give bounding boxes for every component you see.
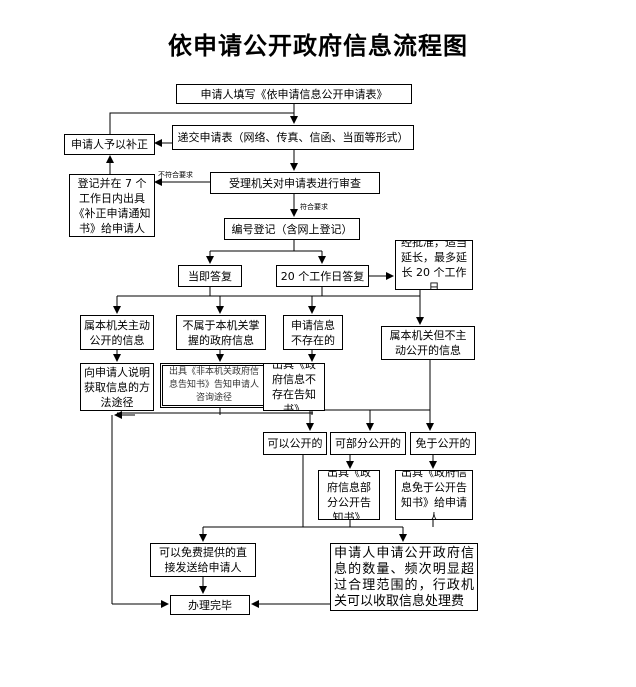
submit-node: 递交申请表（网络、传真、信函、当面等形式） [172, 125, 414, 150]
not-meet-label: 不符合要求 [158, 171, 193, 179]
ours-not-active-node: 属本机关但不主动公开的信息 [381, 326, 475, 360]
tell-method-node: 向申请人说明获取信息的方法途径 [80, 363, 154, 411]
immediate-node: 当即答复 [178, 265, 242, 287]
fill-form-node: 申请人填写《依申请信息公开申请表》 [176, 84, 412, 104]
done-node: 办理完毕 [170, 595, 250, 615]
exempt-node: 免于公开的 [410, 432, 476, 455]
register-node: 编号登记（含网上登记） [224, 218, 360, 240]
extend-node: 经批准，适当延长，最多延长 20 个工作日 [395, 240, 473, 290]
can-public-node: 可以公开的 [263, 432, 327, 455]
not-ours-node: 不属于本机关掌握的政府信息 [176, 315, 266, 350]
partial-public-node: 可部分公开的 [330, 432, 406, 455]
correction-notice-node: 登记并在 7 个工作日内出具《补正申请通知书》给申请人 [69, 174, 155, 237]
fee-node: 申请人申请公开政府信息的数量、频次明显超过合理范围的，行政机关可以收取信息处理费 [330, 543, 478, 611]
issue-partial-node: 出具《政府信息部分公开告知书》 [318, 470, 380, 520]
not-exist-node: 申请信息不存在的 [283, 315, 343, 350]
review-node: 受理机关对申请表进行审查 [210, 172, 380, 194]
active-public-node: 属本机关主动公开的信息 [80, 315, 154, 350]
meet-label: 符合要求 [300, 203, 328, 211]
supplement-node: 申请人予以补正 [64, 134, 155, 155]
free-send-node: 可以免费提供的直接发送给申请人 [150, 543, 256, 577]
issue-not-ours-node: 出具《非本机关政府信息告知书》告知申请人咨询途径 [160, 363, 268, 408]
twenty-days-node: 20 个工作日答复 [276, 265, 369, 287]
issue-not-exist-node: 出具《政府信息不存在告知书》 [263, 363, 325, 411]
page-title: 依申请公开政府信息流程图 [168, 32, 468, 60]
issue-exempt-node: 出具《政府信息免于公开告知书》给申请人 [395, 470, 473, 520]
